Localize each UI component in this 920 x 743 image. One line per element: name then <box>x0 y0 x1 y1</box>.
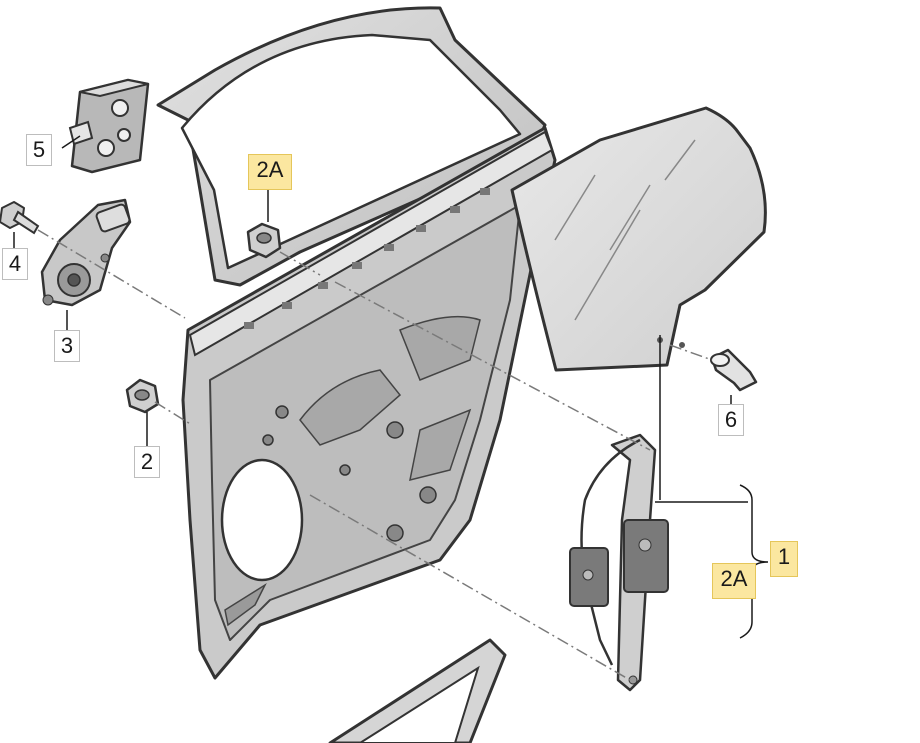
callout-6: 6 <box>718 404 744 436</box>
nut-top <box>246 222 282 259</box>
door-shell <box>156 6 557 680</box>
window-motor <box>40 198 132 307</box>
callout-2a-bottom: 2A <box>712 563 756 599</box>
bolt-part <box>0 201 40 235</box>
assembly-lines <box>37 229 713 681</box>
callout-5: 5 <box>26 134 52 166</box>
window-regulator <box>569 433 669 692</box>
motor-bracket <box>68 78 150 174</box>
leader-lines <box>13 135 769 639</box>
window-glass <box>510 106 767 372</box>
callout-1: 1 <box>770 541 798 577</box>
callout-3: 3 <box>54 330 80 362</box>
callout-4: 4 <box>2 248 28 280</box>
nut-lower <box>125 378 160 414</box>
stud-part <box>710 348 758 392</box>
callout-2a-top: 2A <box>248 154 292 190</box>
callout-2: 2 <box>134 446 160 478</box>
